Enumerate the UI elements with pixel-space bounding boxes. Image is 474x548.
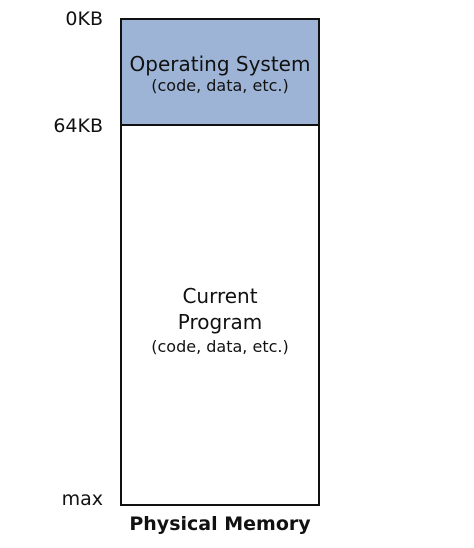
program-region-title-line2: Program	[177, 310, 263, 334]
address-label-max: max	[61, 488, 103, 510]
operating-system-region: Operating System (code, data, etc.)	[122, 20, 318, 126]
os-region-title: Operating System	[129, 52, 311, 76]
program-region-subtitle: (code, data, etc.)	[151, 337, 289, 356]
current-program-region: Current Program (code, data, etc.)	[122, 126, 318, 504]
address-label-64kb: 64KB	[53, 115, 103, 137]
diagram-caption: Physical Memory	[129, 513, 311, 535]
address-label-0kb: 0KB	[65, 8, 103, 30]
program-region-title-line1: Current	[182, 284, 258, 308]
os-region-subtitle: (code, data, etc.)	[151, 76, 289, 95]
memory-block: Operating System (code, data, etc.) Curr…	[120, 18, 320, 506]
